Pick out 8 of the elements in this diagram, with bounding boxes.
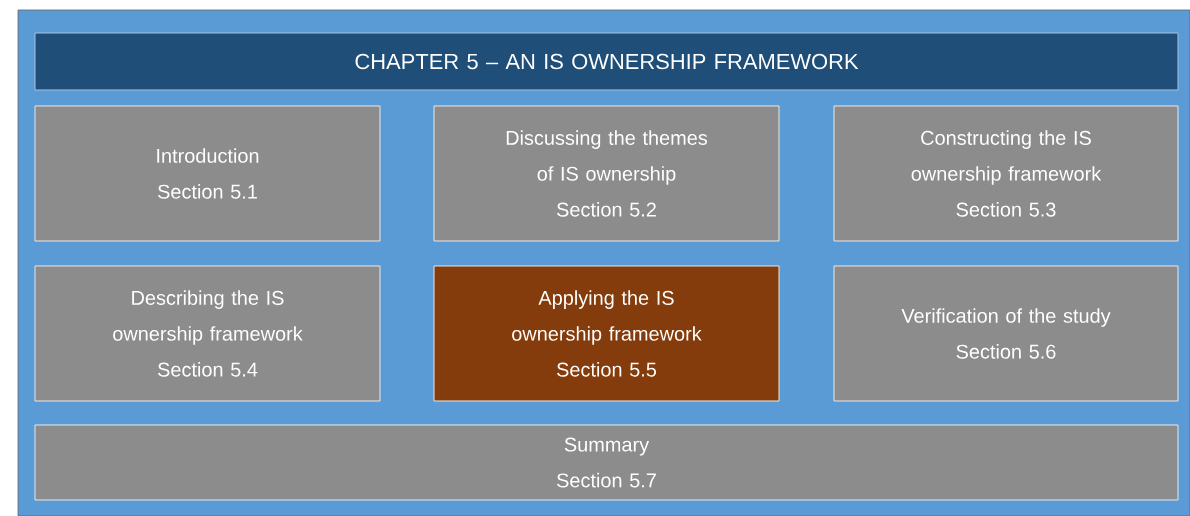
section-box: Verification of the study Section 5.6 <box>833 265 1179 402</box>
section-box: Discussing the themes of IS ownership Section 5.2 <box>433 105 780 242</box>
highlighted-section-box: Applying the IS ownership framework Section 5.5 <box>433 265 780 402</box>
section-box: Constructing the IS ownership framework Section 5.3 <box>833 105 1179 242</box>
title-banner: CHAPTER 5 – AN IS OWNERSHIP FRAMEWORK <box>34 32 1179 91</box>
section-box: Describing the IS ownership framework Section 5.4 <box>34 265 381 402</box>
section-box: Introduction Section 5.1 <box>34 105 381 242</box>
section-box: Summary Section 5.7 <box>34 424 1179 501</box>
